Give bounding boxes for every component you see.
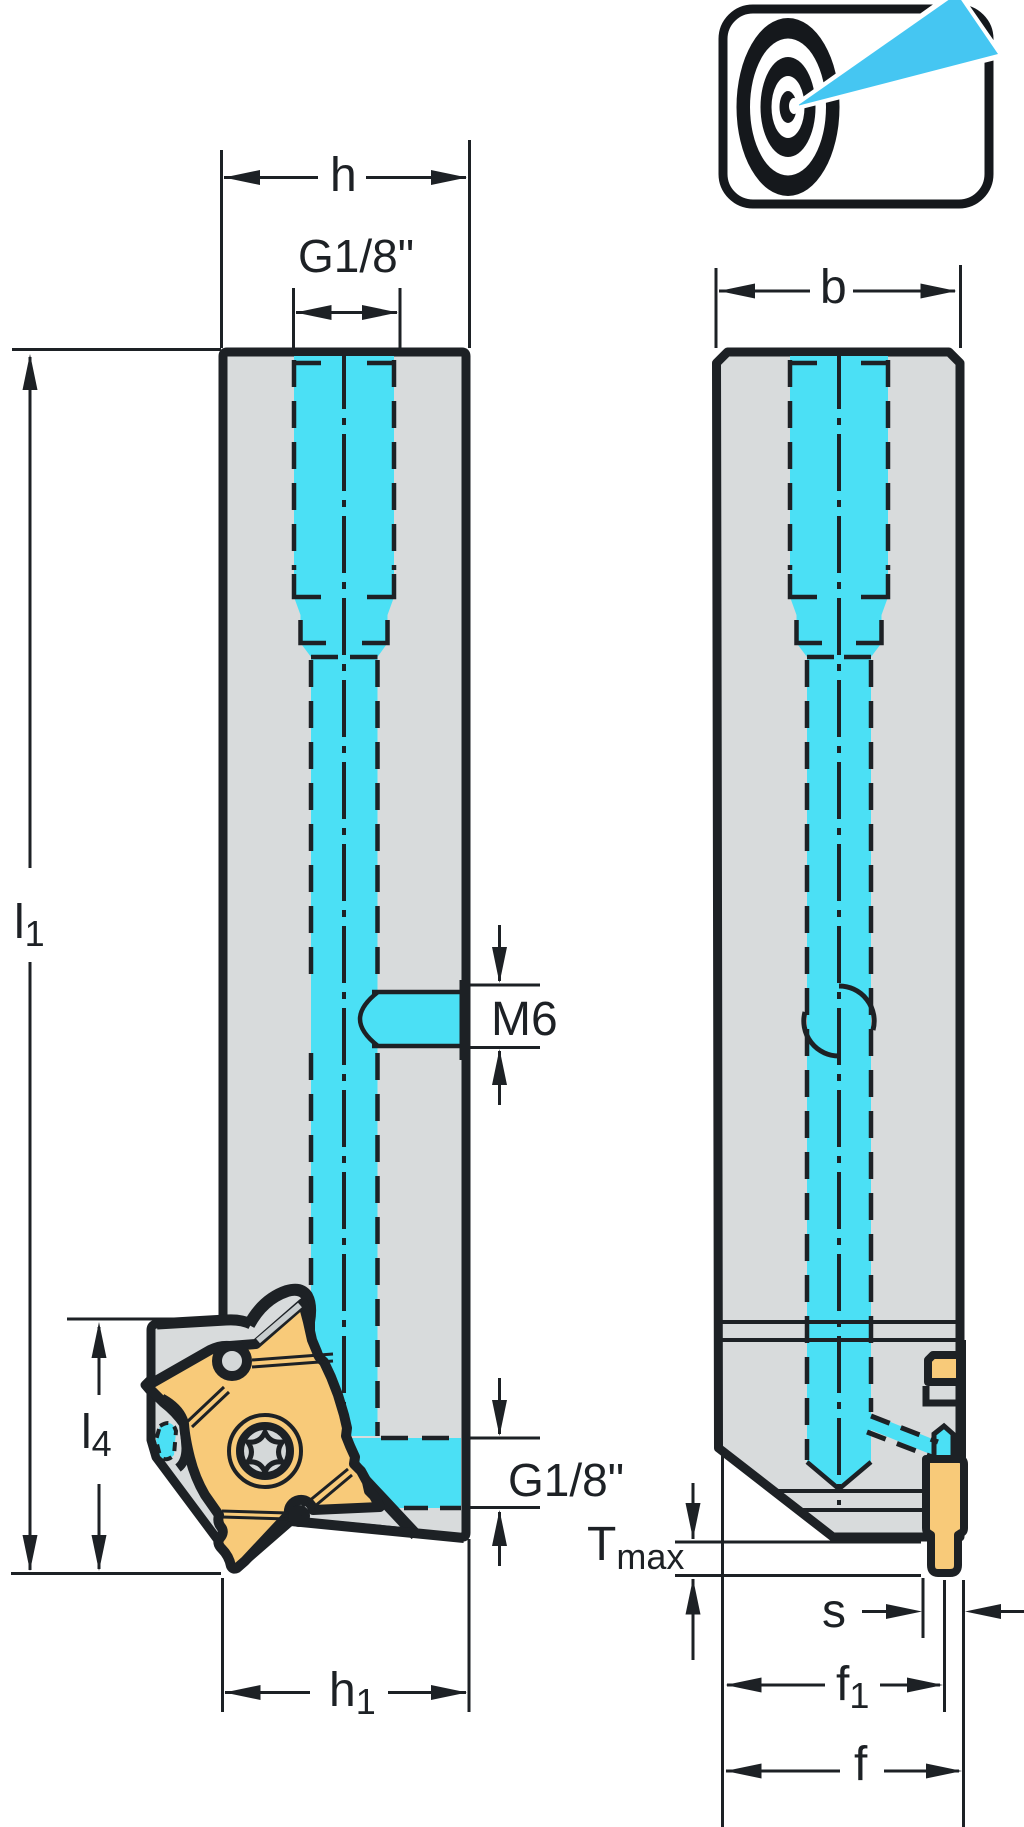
svg-text:b: b	[820, 261, 847, 314]
svg-text:G1/8": G1/8"	[298, 230, 414, 282]
svg-text:G1/8": G1/8"	[508, 1454, 624, 1506]
svg-text:h: h	[330, 149, 357, 202]
svg-text:h1: h1	[329, 1664, 376, 1722]
svg-text:s: s	[822, 1585, 846, 1638]
svg-text:f: f	[854, 1738, 868, 1791]
svg-text:M6: M6	[491, 993, 558, 1046]
